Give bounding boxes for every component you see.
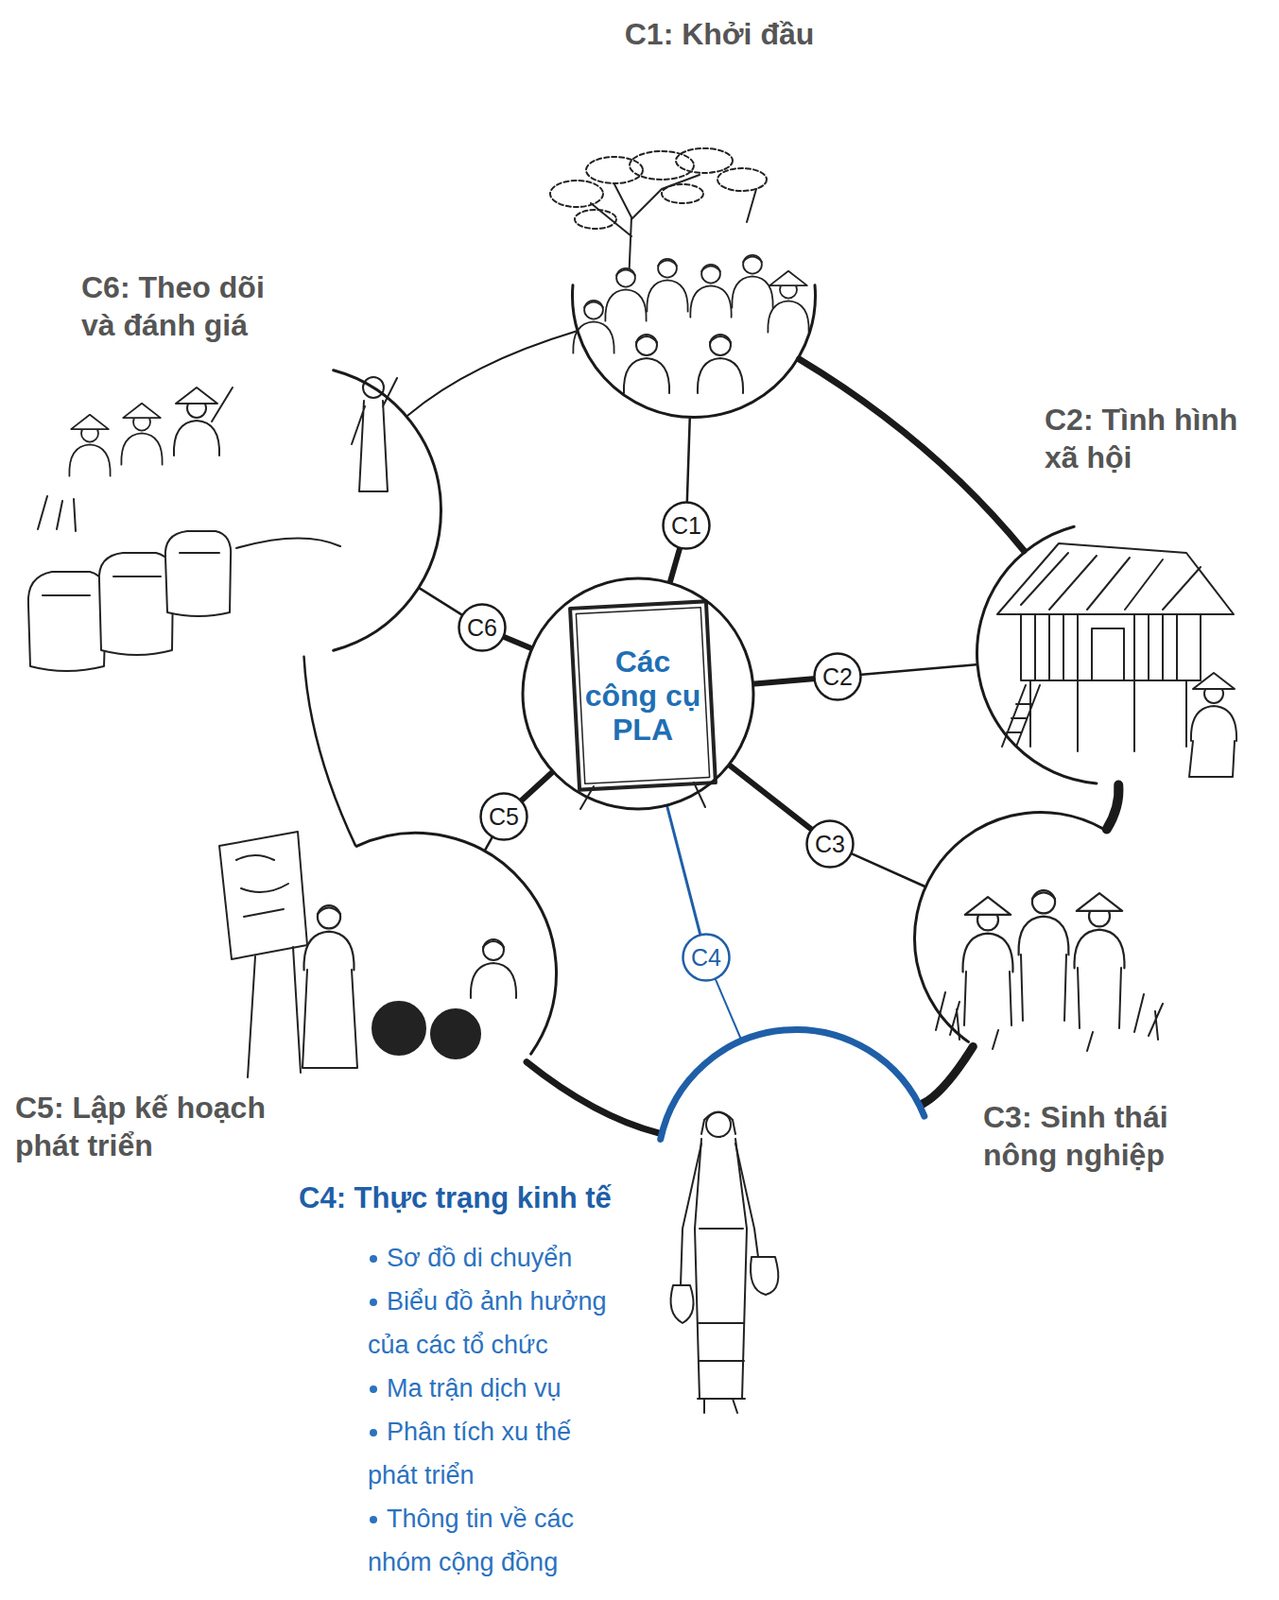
connector-line — [419, 588, 462, 616]
stage-circle-outline — [149, 363, 443, 657]
tool-item: Phân tích xu thế phát triển — [367, 1410, 619, 1498]
farmers-sketch — [935, 890, 1163, 1052]
stage-circle-outline — [975, 520, 1241, 786]
stage-circle: C5: Lập kế hoạch phát triển — [274, 831, 558, 1116]
step-badge: C6 — [457, 603, 507, 653]
badge-label: C4 — [681, 933, 731, 983]
stage-heading: C2: Tình hình xã hội — [1044, 400, 1258, 477]
tool-list: Sơ đồ di chuyểnBiểu đồ ảnh hưởng của các… — [367, 1236, 619, 1585]
hub-outline — [522, 578, 754, 810]
tool-text: Sơ đồ di chuyển — [367, 1236, 619, 1280]
bullet-dot — [369, 1385, 378, 1394]
stage-circle: C6: Theo dõi và đánh giá — [149, 363, 443, 657]
stage-circle-outline — [570, 172, 817, 419]
step-badge: C5 — [479, 792, 529, 842]
connector-line — [755, 678, 814, 684]
tool-text: Ma trận dịch vụ — [367, 1366, 619, 1411]
badge-label: C3 — [805, 819, 855, 869]
tool-item: Sơ đồ di chuyển — [367, 1236, 619, 1280]
badge-label: C5 — [479, 792, 529, 842]
connector-line — [504, 637, 531, 648]
connector-line — [715, 980, 741, 1038]
connector-line — [852, 854, 925, 887]
connector-line — [484, 838, 492, 850]
hub-title: Các công cụ PLA — [580, 644, 706, 747]
bullet-dot — [369, 1298, 378, 1307]
connector-line — [922, 1046, 974, 1105]
tool-item: Ma trận dịch vụ — [367, 1366, 619, 1411]
connector-line — [667, 807, 701, 934]
stage-heading: C1: Khởi đầu — [624, 15, 815, 53]
connector-line — [798, 359, 1024, 552]
harvest-sketch — [28, 377, 398, 672]
bullet-dot — [369, 1429, 378, 1437]
step-badge: C3 — [805, 819, 855, 869]
badge-label: C2 — [812, 652, 863, 702]
stage-arc — [356, 833, 556, 1055]
connector-line — [407, 331, 576, 416]
planning-sketch — [219, 831, 517, 1078]
tool-item: Biểu đồ ảnh hưởng của các tổ chức — [367, 1279, 619, 1367]
hub-circle: Các công cụ PLA — [520, 576, 756, 812]
stage-circle: C4: Thực trạng kinh tếSơ đồ di chuyểnBiể… — [654, 1026, 938, 1311]
connector-line — [304, 656, 356, 847]
connector-line — [687, 418, 691, 502]
stage-circle-outline — [274, 831, 558, 1116]
stage-arc — [915, 812, 1105, 1043]
stage-heading: C3: Sinh thái nông nghiệp — [983, 1098, 1210, 1175]
connector-line — [670, 549, 680, 582]
step-badge: C4 — [681, 933, 731, 983]
connector-line — [862, 664, 977, 675]
tool-text: Biểu đồ ảnh hưởng của các tổ chức — [367, 1279, 619, 1367]
tool-text: Thông tin về các nhóm cộng đồng — [367, 1497, 619, 1585]
tool-item: Thông tin về các nhóm cộng đồng — [367, 1497, 619, 1585]
bullet-dot — [369, 1516, 378, 1524]
step-badge: C2 — [812, 652, 863, 702]
stage-heading: C5: Lập kế hoạch phát triển — [15, 1088, 299, 1165]
stage-arc — [333, 370, 442, 652]
badge-label: C6 — [457, 603, 507, 653]
stage-circle: C1: Khởi đầu — [570, 172, 817, 419]
stilt-house-sketch — [997, 543, 1237, 778]
connector-line — [730, 765, 812, 830]
stage-arc — [977, 526, 1097, 784]
connector-line — [526, 1062, 659, 1134]
stage-circle: C3: Sinh thái nông nghiệp — [913, 811, 1169, 1067]
tool-text: Phân tích xu thế phát triển — [367, 1410, 619, 1498]
stage-circle-outline — [913, 811, 1169, 1067]
badge-label: C1 — [661, 501, 711, 551]
connector-line — [1106, 785, 1120, 830]
bullet-dot — [369, 1255, 378, 1263]
stage-circle-outline — [654, 1026, 938, 1311]
market-woman-sketch — [671, 1112, 779, 1415]
pla-board — [570, 601, 716, 810]
stage-heading: C6: Theo dõi và đánh giá — [81, 268, 285, 345]
connector-line — [521, 773, 552, 801]
stage-circle: C2: Tình hình xã hội — [975, 520, 1241, 786]
stage-arc — [660, 1030, 925, 1141]
stage-heading: C4: Thực trạng kinh tế — [298, 1179, 612, 1218]
stage-arc — [572, 285, 816, 418]
step-badge: C1 — [661, 501, 711, 551]
